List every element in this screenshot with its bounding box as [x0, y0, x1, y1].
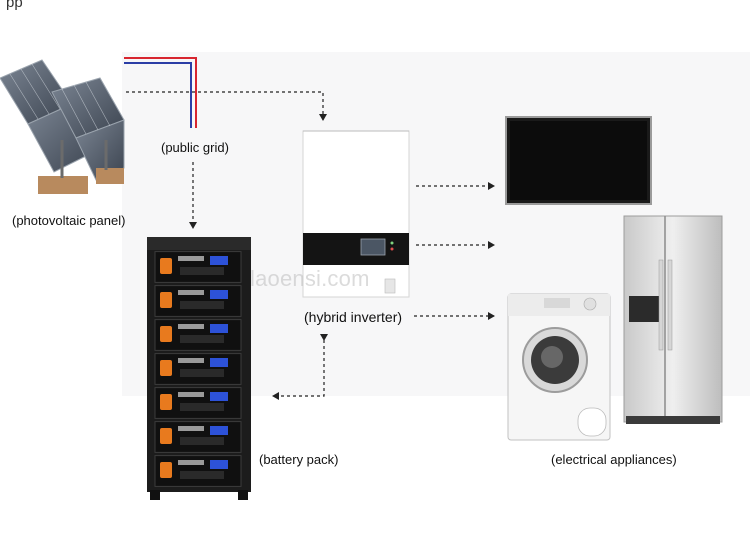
battery-rack-illustration: [147, 237, 251, 500]
tv-illustration: [505, 116, 652, 205]
refrigerator-illustration: [623, 215, 723, 424]
solar-panel-illustration: [0, 59, 125, 194]
header-text: pp: [6, 0, 23, 11]
arrow-panel-to-inverter: [126, 91, 327, 121]
arrow-inverter-battery-bidirectional: [272, 334, 328, 400]
photovoltaic-panel-label: (photovoltaic panel): [12, 213, 126, 228]
battery-module: [154, 251, 242, 283]
battery-pack-label: (battery pack): [259, 452, 339, 467]
public-grid-label: (public grid): [161, 140, 229, 155]
hybrid-inverter-label: (hybrid inverter): [304, 309, 403, 325]
battery-module: [154, 387, 242, 419]
watermark: laoensi.com: [250, 266, 370, 291]
battery-module: [154, 455, 242, 487]
hybrid-inverter-illustration: [302, 130, 410, 298]
battery-module: [154, 353, 242, 385]
battery-module: [154, 421, 242, 453]
battery-module: [154, 319, 242, 351]
grid-wires: [124, 57, 197, 128]
washing-machine-illustration: [507, 293, 611, 441]
battery-module: [154, 285, 242, 317]
electrical-appliances-label: (electrical appliances): [551, 452, 677, 467]
